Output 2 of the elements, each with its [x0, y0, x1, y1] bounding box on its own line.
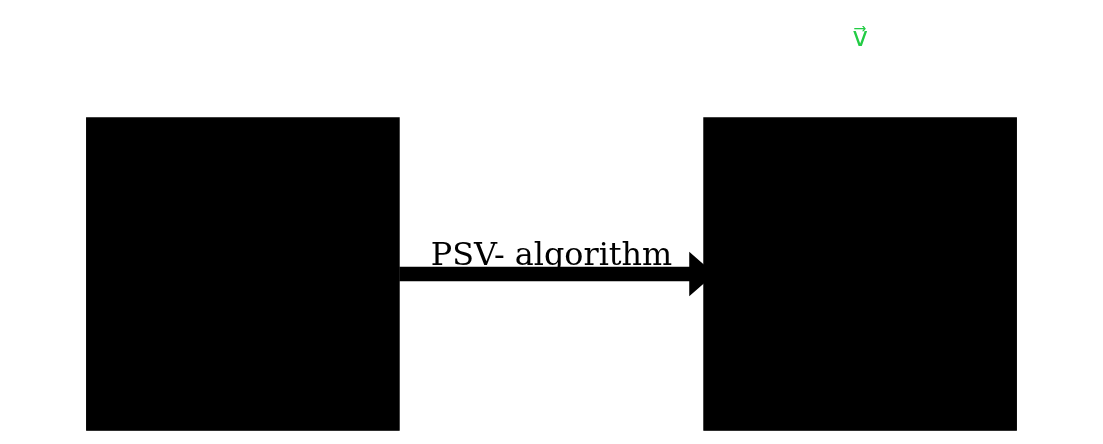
label: v⃗ [852, 22, 868, 53]
edge-label: PSV- algorithm [430, 234, 673, 272]
